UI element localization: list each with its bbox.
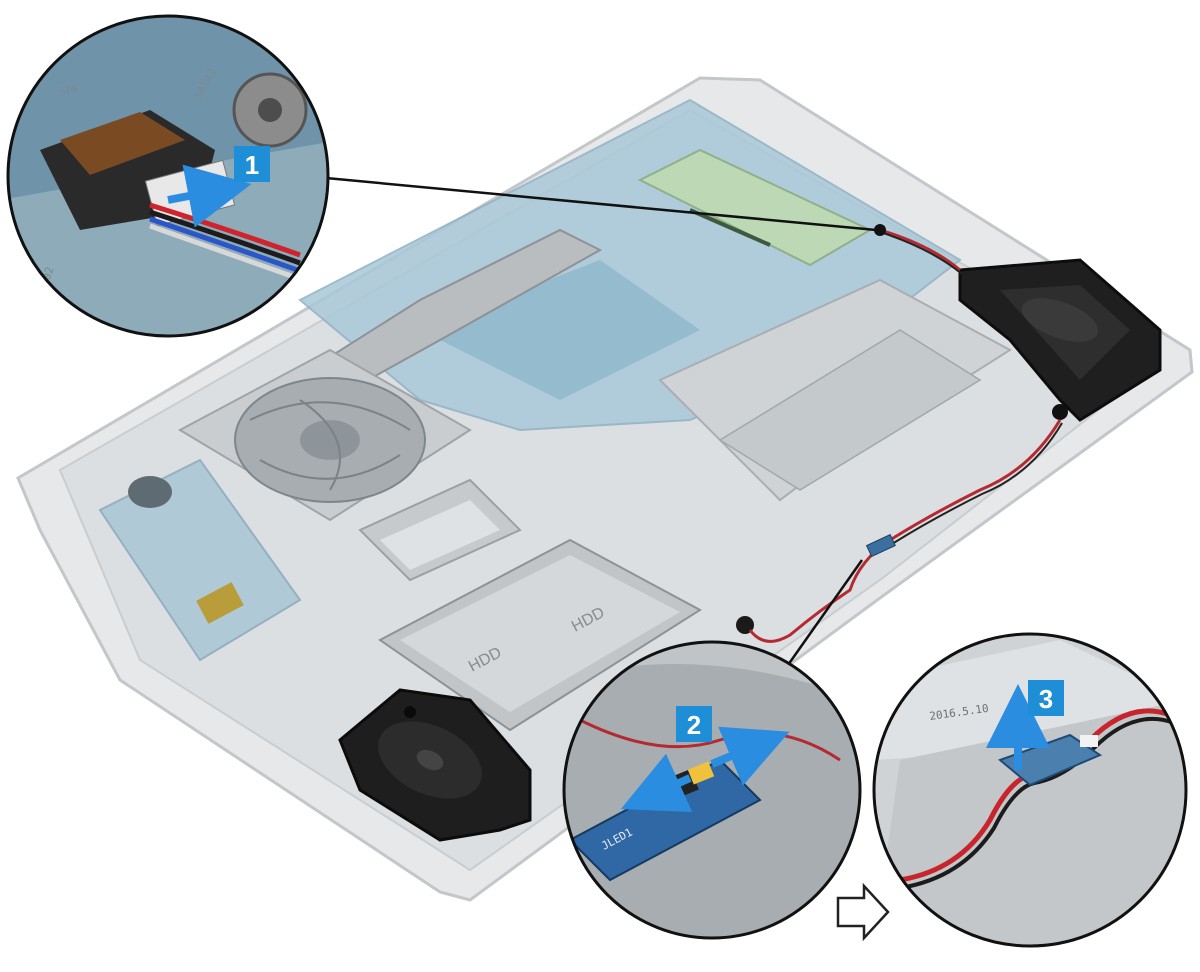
- arrow-2-left: [620, 753, 693, 813]
- arrow-1: [167, 164, 252, 228]
- left-speaker: [338, 616, 754, 842]
- wlan-chip: [196, 582, 244, 624]
- leader-line-1: [325, 176, 877, 232]
- led-board: [865, 533, 896, 558]
- arrow-2-right: [710, 726, 790, 786]
- laptop-base: HDD HDD: [16, 76, 1194, 902]
- io-board: [98, 458, 302, 662]
- callout-1: SPK SATA2 PJ502 1: [6, 14, 330, 338]
- callout-2: JLED1 2: [562, 640, 862, 940]
- coin-battery: [128, 476, 172, 508]
- step-badge-1: [234, 146, 270, 182]
- step-number-1: 1: [245, 150, 259, 180]
- callout-3: 2016.5.10 3: [872, 632, 1188, 948]
- speaker-connector-point: [874, 224, 886, 236]
- step-number-3: 3: [1039, 684, 1053, 714]
- spk-board-label: SPK: [58, 82, 81, 99]
- right-speaker: [958, 258, 1162, 422]
- step-badge-2: [676, 706, 712, 742]
- step-badge-3: [1028, 680, 1064, 716]
- speaker-grommet: [736, 616, 754, 634]
- flow-arrow-icon: [836, 882, 890, 942]
- hard-drive: HDD HDD: [378, 538, 702, 732]
- leader-line-2: [786, 559, 864, 666]
- cooling-fan: [177, 348, 472, 522]
- step-number-2: 2: [687, 710, 701, 740]
